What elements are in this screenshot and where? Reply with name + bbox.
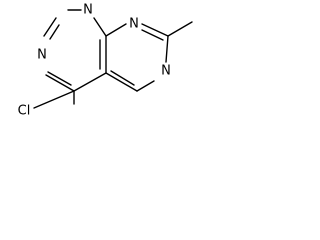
bond-n1-c8a: [93, 17, 107, 37]
atom-n1: N: [83, 3, 93, 18]
bond-n8-c7-inner: [141, 29, 164, 41]
atom-n8: N: [129, 17, 139, 32]
right-ring: [105, 23, 169, 92]
bond-n3-c2: [43, 17, 57, 37]
bond-c7-methyl: [167, 21, 193, 37]
bond-c4a-c4: [73, 72, 107, 92]
left-ring: [43, 9, 107, 92]
bond-n6-c5: [136, 80, 155, 92]
molecule-structure-diagram: N N N N Cl: [18, 3, 193, 119]
atom-cl: Cl: [18, 104, 31, 119]
bond-c4-cl-to-label: [33, 90, 75, 109]
bond-c5-c4a-inner: [110, 70, 135, 86]
bond-c4-n3: [45, 74, 75, 92]
atom-n6: N: [161, 64, 171, 79]
bond-c5-c4a: [105, 72, 138, 92]
atom-n3: N: [37, 48, 47, 63]
bond-n8-c7: [141, 23, 169, 37]
bond-c8a-n8: [105, 23, 127, 37]
bond-c7-n6: [165, 35, 169, 63]
bond-c4-n3-inner: [47, 71, 72, 86]
bond-n3-c2-inner: [49, 24, 60, 40]
